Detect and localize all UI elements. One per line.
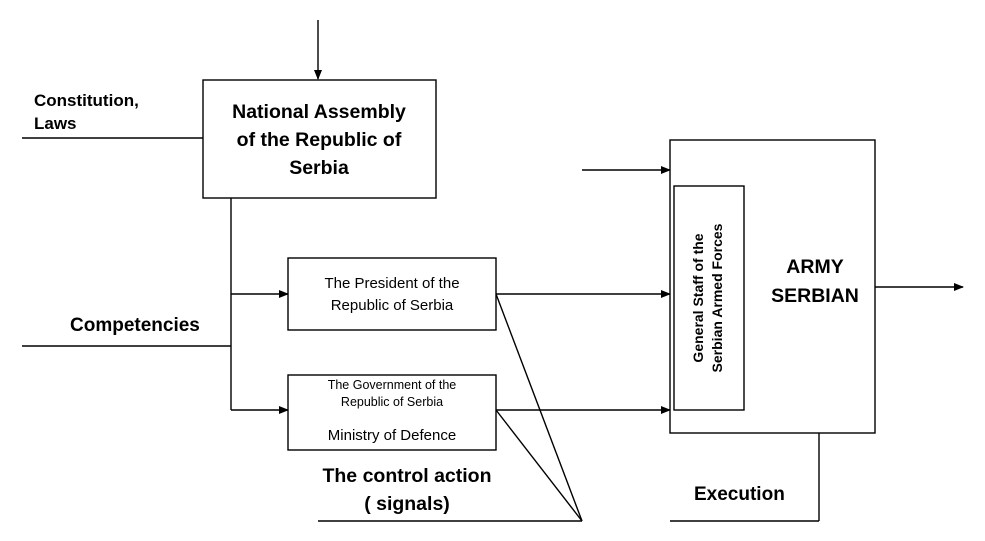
- national-assembly-line-1: National Assembly: [232, 101, 406, 123]
- constitution-line-2: Laws: [34, 114, 77, 133]
- government-line-1: The Government of the: [328, 378, 457, 392]
- control-action-line-2: ( signals): [364, 493, 450, 515]
- national-assembly-line-3: Serbia: [289, 157, 349, 179]
- general-staff-box: [673, 185, 745, 411]
- national-assembly-label: National Assembly of the Republic of Ser…: [232, 101, 406, 179]
- army-label: ARMY SERBIAN: [771, 256, 859, 307]
- general-staff-line-2: Serbian Armed Forces: [709, 223, 725, 372]
- president-box: [287, 257, 497, 331]
- army-line-1: ARMY: [786, 256, 843, 278]
- general-staff-line-1: General Staff of the: [690, 233, 706, 362]
- control-line-government: [495, 409, 583, 522]
- army-line-2: SERBIAN: [771, 285, 859, 307]
- government-label: The Government of the Republic of Serbia…: [328, 378, 457, 444]
- national-assembly-box: [202, 79, 437, 199]
- general-staff-label: General Staff of the Serbian Armed Force…: [690, 223, 725, 372]
- execution-label: Execution: [694, 484, 785, 505]
- national-assembly-line-2: of the Republic of: [237, 129, 402, 151]
- government-line-2: Republic of Serbia: [341, 395, 443, 409]
- control-action-label: The control action ( signals): [322, 465, 491, 515]
- constitution-line-1: Constitution,: [34, 91, 139, 110]
- control-line-president: [495, 293, 583, 522]
- president-line-2: Republic of Serbia: [331, 297, 454, 314]
- control-action-line-1: The control action: [322, 465, 491, 487]
- president-line-1: The President of the: [324, 275, 459, 292]
- competencies-label: Competencies: [70, 315, 200, 336]
- government-box: [287, 374, 497, 451]
- ministry-label: Ministry of Defence: [328, 427, 456, 444]
- president-label: The President of the Republic of Serbia: [324, 275, 459, 314]
- constitution-label: Constitution, Laws: [34, 91, 139, 133]
